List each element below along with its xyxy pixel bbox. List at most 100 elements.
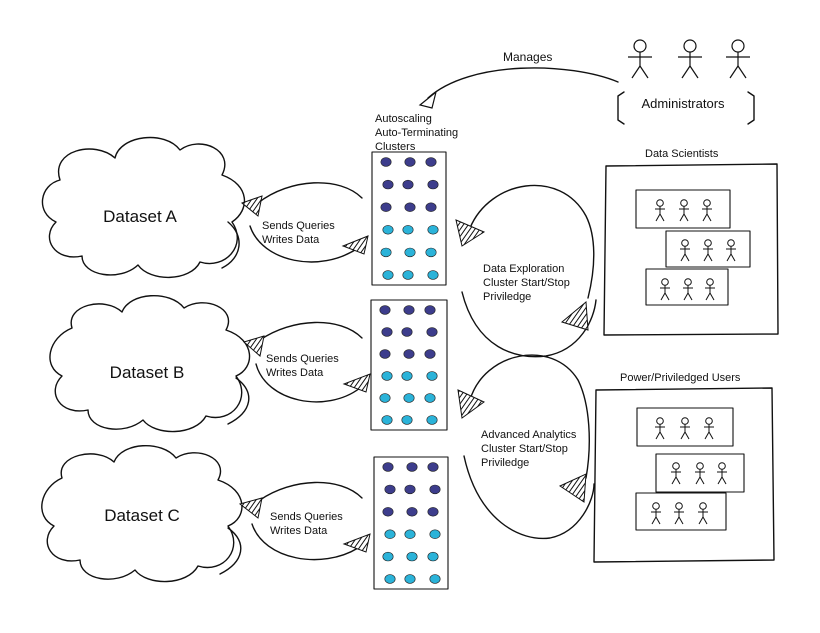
dataset-b-cloud	[49, 295, 251, 433]
cluster-node-dot	[404, 157, 416, 167]
query-loop-b	[242, 321, 371, 403]
cluster-node-dot	[425, 247, 437, 258]
data-scientists-figures	[654, 199, 737, 301]
cluster-node-dot	[406, 507, 418, 517]
query-loop-c	[238, 481, 371, 561]
arrowhead-a-left	[240, 195, 263, 217]
power-users-figures	[650, 417, 728, 525]
data-exploration-line-2: Cluster Start/Stop	[483, 277, 570, 289]
cluster-node-dot	[380, 202, 392, 212]
cluster-node-dot	[425, 157, 437, 167]
cluster-node-dot	[381, 415, 393, 425]
cluster-node-dot	[425, 202, 437, 212]
dataset-c-label: Dataset C	[104, 506, 180, 525]
cluster-node-dot	[382, 179, 394, 190]
dataset-a-cloud	[41, 136, 246, 279]
cluster-node-dot	[403, 349, 415, 359]
cluster-node-dot	[403, 393, 415, 403]
dataset-b-label: Dataset B	[110, 363, 185, 382]
cluster-node-dot	[426, 327, 438, 337]
sends-queries-a: Sends Queries	[262, 220, 335, 232]
cluster-node-dot	[402, 270, 414, 280]
cluster-node-dot	[401, 371, 413, 381]
arrowhead-b-right	[342, 373, 371, 393]
cluster-node-dot	[424, 349, 436, 359]
data-scientists-title: Data Scientists	[645, 148, 719, 160]
pu-team-2	[655, 453, 745, 493]
sends-queries-b: Sends Queries	[266, 353, 339, 365]
pu-team-1	[636, 407, 734, 447]
arrowhead-to-data-scientists	[560, 300, 589, 331]
arrowhead-a-right	[341, 235, 369, 255]
cluster-node-dot	[381, 371, 393, 381]
cluster-node-dot	[426, 415, 438, 425]
arrowhead-c-right	[342, 533, 371, 553]
cluster-node-dot	[402, 179, 414, 190]
cluster-node-dot	[382, 507, 394, 517]
cluster-node-dot	[427, 551, 439, 562]
administrators-figures	[627, 39, 751, 79]
writes-data-a: Writes Data	[262, 234, 320, 246]
advanced-analytics-line-1: Advanced Analytics	[481, 429, 577, 441]
manages-arrow	[427, 67, 619, 99]
arrowhead-to-cluster-b	[457, 389, 485, 419]
cluster-node-dot	[427, 270, 439, 280]
cluster-node-dot	[404, 247, 416, 258]
cluster-a	[371, 151, 447, 286]
power-users-title: Power/Priviledged Users	[620, 372, 741, 384]
cluster-node-dot	[424, 305, 436, 315]
data-exploration-line-3: Priviledge	[483, 291, 531, 303]
cluster-node-dot	[382, 462, 394, 472]
cluster-b	[370, 299, 448, 431]
cluster-node-dot	[427, 507, 439, 517]
manages-label: Manages	[503, 50, 552, 64]
administrators-label: Administrators	[641, 96, 725, 111]
manages-arrowhead	[418, 90, 438, 109]
query-loop-a	[240, 182, 369, 263]
clusters-label-line-3: Clusters	[375, 141, 416, 153]
cluster-node-dot	[382, 225, 394, 235]
cluster-node-dot	[404, 202, 416, 212]
arrowhead-to-power-users	[558, 473, 587, 503]
cluster-node-dot	[401, 327, 413, 337]
cluster-nodes	[379, 157, 441, 584]
cluster-node-dot	[404, 529, 416, 539]
data-scientists-box	[603, 163, 779, 336]
writes-data-b: Writes Data	[266, 367, 324, 379]
admin-bracket-right	[747, 91, 755, 125]
pu-team-3	[635, 492, 727, 531]
cluster-node-dot	[402, 225, 414, 235]
cluster-node-dot	[380, 247, 392, 258]
cluster-node-dot	[429, 484, 441, 495]
ds-team-3	[645, 268, 729, 306]
sends-queries-c: Sends Queries	[270, 511, 343, 523]
arrowhead-c-left	[238, 497, 263, 519]
flow-loop-power-users	[457, 354, 595, 540]
admin-bracket-left	[617, 91, 625, 125]
clusters-label-line-1: Autoscaling	[375, 113, 432, 125]
cluster-node-dot	[381, 327, 393, 337]
cluster-node-dot	[424, 393, 436, 403]
arrowhead-b-left	[242, 335, 265, 357]
advanced-analytics-line-3: Priviledge	[481, 457, 529, 469]
cluster-node-dot	[384, 484, 396, 495]
cluster-node-dot	[401, 415, 413, 425]
cluster-node-dot	[427, 462, 439, 472]
cluster-node-dot	[426, 371, 438, 381]
cluster-node-dot	[404, 484, 416, 495]
cluster-node-dot	[384, 574, 396, 584]
cluster-node-dot	[427, 179, 439, 190]
dataset-a-label: Dataset A	[103, 207, 177, 226]
cluster-node-dot	[379, 305, 391, 315]
power-users-box	[593, 387, 775, 563]
advanced-analytics-line-2: Cluster Start/Stop	[481, 443, 568, 455]
ds-team-1	[635, 189, 731, 229]
writes-data-c: Writes Data	[270, 525, 328, 537]
cluster-node-dot	[406, 462, 418, 472]
cluster-node-dot	[382, 270, 394, 280]
cluster-node-dot	[429, 529, 441, 539]
cluster-node-dot	[379, 393, 391, 403]
arrowhead-to-cluster-a	[455, 219, 486, 247]
